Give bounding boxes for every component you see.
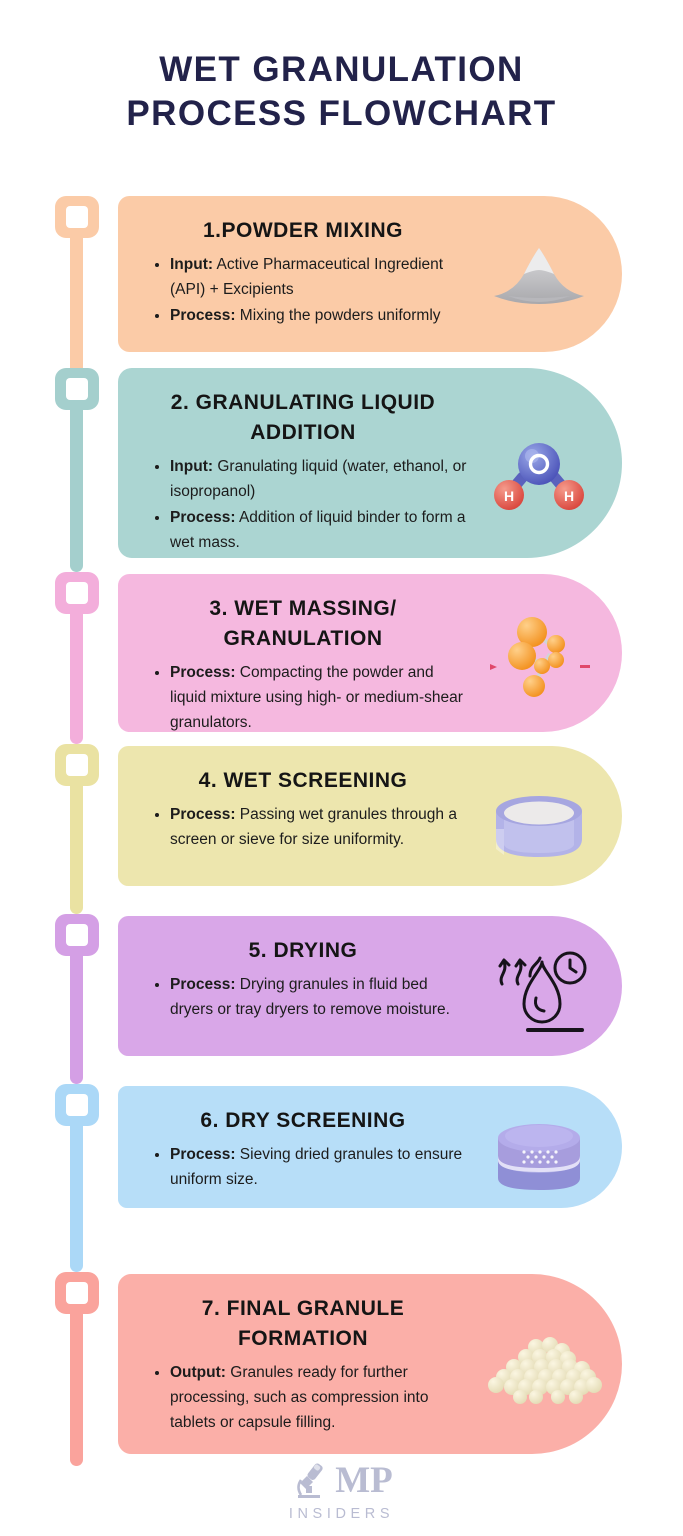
microscope-icon (290, 1459, 334, 1503)
step-card-1[interactable]: 1.POWDER MIXING Input: Active Pharmaceut… (118, 196, 622, 352)
step-card-4[interactable]: 4. WET SCREENING Process: Passing wet gr… (118, 746, 622, 886)
water-molecule-icon: H H (484, 428, 594, 528)
step-bullets-1: Input: Active Pharmaceutical Ingredient … (154, 252, 472, 328)
svg-text:H: H (504, 488, 514, 504)
granule-cluster-icon (484, 606, 594, 706)
bullet-label: Process: (170, 509, 236, 526)
bullet-label: Input: (170, 256, 214, 273)
list-item: Process: Addition of liquid binder to fo… (154, 505, 472, 555)
logo-subtitle: INSIDERS (288, 1506, 395, 1522)
step-card-3[interactable]: 3. WET MASSING/ GRANULATION Process: Com… (118, 574, 622, 732)
list-item: Process: Drying granules in fluid bed dr… (154, 972, 472, 1022)
timeline-stem-4 (70, 762, 83, 914)
timeline-stem-1 (70, 214, 83, 374)
step-heading-7: 7. FINAL GRANULE FORMATION (201, 1297, 405, 1350)
footer-logo: MP INSIDERS (0, 1459, 683, 1523)
timeline-rail (48, 196, 110, 1466)
list-item: Process: Mixing the powders uniformly (154, 303, 472, 328)
step-card-5[interactable]: 5. DRYING Process: Drying granules in fl… (118, 916, 622, 1056)
title-line-2: PROCESS FLOWCHART (126, 94, 557, 133)
bullet-label: Input: (170, 458, 214, 475)
step-heading-3: 3. WET MASSING/ GRANULATION (209, 597, 397, 650)
list-item: Input: Active Pharmaceutical Ingredient … (154, 252, 472, 302)
granule-pile-icon (482, 1325, 608, 1425)
list-item: Process: Compacting the powder and liqui… (154, 660, 472, 735)
logo-row: MP (290, 1459, 393, 1503)
step-bullets-5: Process: Drying granules in fluid bed dr… (154, 972, 472, 1022)
logo-wordmark: MP (335, 1460, 393, 1501)
bullet-label: Process: (170, 1146, 236, 1163)
timeline-stem-7 (70, 1290, 83, 1466)
step-heading-4: 4. WET SCREENING (198, 769, 408, 792)
bullet-text: Addition of liquid binder to form a wet … (170, 509, 466, 551)
step-heading-2: 2. GRANULATING LIQUID ADDITION (170, 391, 436, 444)
timeline-marker-5 (55, 914, 99, 956)
bullet-text: Granules ready for further processing, s… (170, 1364, 429, 1431)
step-bullets-3: Process: Compacting the powder and liqui… (154, 660, 472, 735)
step-card-7[interactable]: 7. FINAL GRANULE FORMATION Output: Granu… (118, 1274, 622, 1454)
moisture-evaporation-icon (484, 936, 594, 1036)
timeline-marker-3 (55, 572, 99, 614)
title-line-1: WET GRANULATION (159, 50, 524, 89)
timeline-marker-4 (55, 744, 99, 786)
page-title: WET GRANULATION PROCESS FLOWCHART (0, 48, 683, 136)
timeline-stem-2 (70, 386, 83, 572)
bullet-text: Granulating liquid (water, ethanol, or i… (170, 458, 467, 500)
timeline-marker-7 (55, 1272, 99, 1314)
bullet-label: Process: (170, 976, 236, 993)
list-item: Input: Granulating liquid (water, ethano… (154, 454, 472, 504)
timeline-stem-3 (70, 590, 83, 744)
list-item: Process: Sieving dried granules to ensur… (154, 1142, 472, 1192)
timeline-marker-6 (55, 1084, 99, 1126)
step-heading-6: 6. DRY SCREENING (200, 1109, 406, 1132)
step-bullets-2: Input: Granulating liquid (water, ethano… (154, 454, 472, 555)
svg-text:H: H (564, 488, 574, 504)
powder-heap-icon (484, 224, 594, 324)
timeline-stem-6 (70, 1102, 83, 1272)
bullet-label: Process: (170, 806, 236, 823)
step-card-2[interactable]: 2. GRANULATING LIQUID ADDITION Input: Gr… (118, 368, 622, 558)
bullet-text: Drying granules in fluid bed dryers or t… (170, 976, 450, 1018)
bullet-text: Active Pharmaceutical Ingredient (API) +… (170, 256, 444, 298)
bullet-label: Process: (170, 307, 236, 324)
bullet-text: Compacting the powder and liquid mixture… (170, 664, 463, 731)
bullet-label: Output: (170, 1364, 226, 1381)
step-bullets-7: Output: Granules ready for further proce… (154, 1360, 472, 1435)
step-card-6[interactable]: 6. DRY SCREENING Process: Sieving dried … (118, 1086, 622, 1208)
sieve-bowl-icon (484, 777, 594, 877)
bullet-text: Sieving dried granules to ensure uniform… (170, 1146, 463, 1188)
bullet-label: Process: (170, 664, 236, 681)
bullet-text: Mixing the powders uniformly (239, 307, 441, 324)
timeline-stem-5 (70, 932, 83, 1084)
timeline-marker-2 (55, 368, 99, 410)
step-bullets-6: Process: Sieving dried granules to ensur… (154, 1142, 472, 1192)
stacked-sieve-icon (484, 1102, 594, 1202)
step-bullets-4: Process: Passing wet granules through a … (154, 802, 472, 852)
step-heading-1: 1.POWDER MIXING (202, 219, 404, 242)
step-heading-5: 5. DRYING (248, 939, 358, 962)
list-item: Output: Granules ready for further proce… (154, 1360, 472, 1435)
list-item: Process: Passing wet granules through a … (154, 802, 472, 852)
timeline-marker-1 (55, 196, 99, 238)
bullet-text: Passing wet granules through a screen or… (170, 806, 457, 848)
